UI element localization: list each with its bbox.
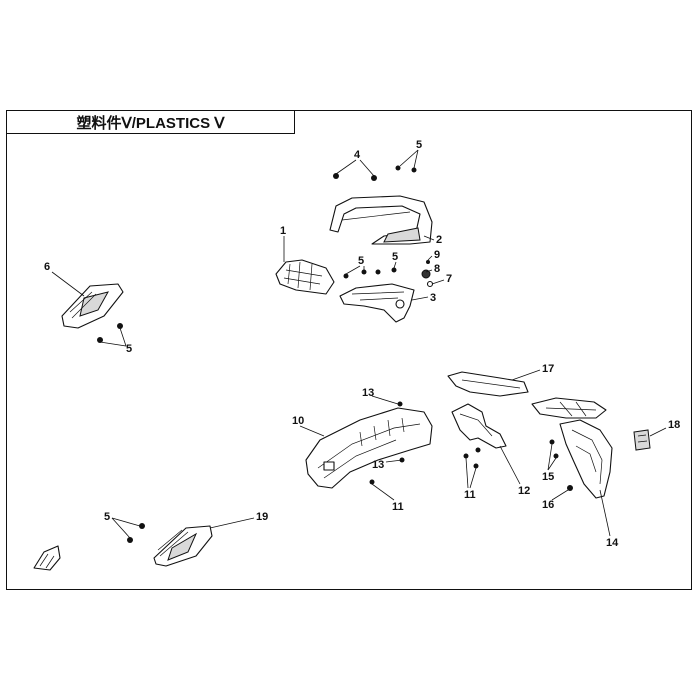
part-18-reflector: [633, 429, 651, 451]
callout-7: 7: [446, 273, 452, 285]
callout-6: 6: [44, 261, 50, 273]
callout-14: 14: [606, 537, 619, 549]
part-6-side-panel: [61, 283, 124, 343]
callout-18: 18: [668, 419, 680, 431]
part-19-side-panel: [127, 523, 213, 567]
callout-12: 12: [518, 485, 530, 497]
callout-2: 2: [436, 234, 442, 246]
leader-lines: [51, 149, 667, 539]
part-2-rear-grab-handle: [329, 195, 433, 245]
callout-13a: 13: [362, 387, 374, 399]
diagram-title: 塑料件Ⅴ/PLASTICS Ⅴ: [6, 110, 295, 134]
part-14-rear-mudguard: [549, 419, 613, 499]
part-12-mount-bracket: [369, 401, 507, 485]
callout-4: 4: [354, 149, 361, 161]
callout-17: 17: [542, 363, 554, 375]
part-17-tail-cover: [447, 371, 607, 419]
callout-3: 3: [430, 292, 436, 304]
callout-5d: 5: [126, 343, 132, 355]
callout-9: 9: [434, 249, 440, 261]
callout-labels: 1 2 3 4 5 5 5 5 5 6 7 8 9 10 11 11 12 13…: [44, 139, 680, 549]
callout-5c: 5: [392, 251, 398, 263]
part-3-bracket: [339, 283, 415, 323]
callout-8: 8: [434, 263, 440, 275]
part-10-rear-side-cover: [305, 407, 433, 489]
part-1-rear-cover: [275, 259, 335, 295]
callout-10: 10: [292, 415, 304, 427]
callout-15: 15: [542, 471, 554, 483]
callout-16: 16: [542, 499, 554, 511]
callout-5e: 5: [104, 511, 110, 523]
fasteners-top: [333, 165, 434, 288]
callout-1: 1: [280, 225, 286, 237]
callout-11b: 11: [464, 489, 476, 501]
diagram-frame: [6, 110, 692, 590]
direction-arrow-icon: [33, 545, 61, 571]
callout-5b: 5: [358, 255, 364, 267]
callout-11a: 11: [392, 501, 404, 513]
callout-13b: 13: [372, 459, 384, 471]
callout-5a: 5: [416, 139, 422, 151]
callout-19: 19: [256, 511, 268, 523]
